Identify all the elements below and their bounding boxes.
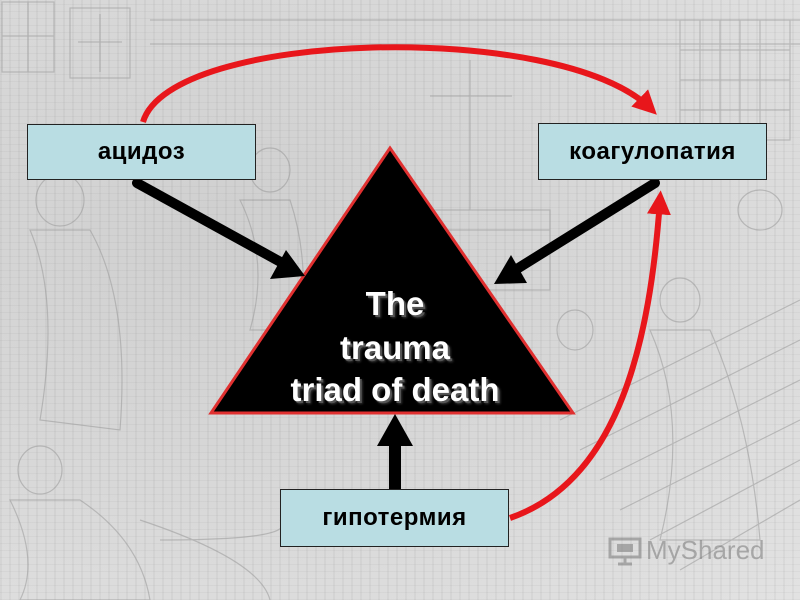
watermark-text: MyShared: [646, 535, 765, 565]
triad-title-line-3: triad of death: [290, 371, 500, 408]
node-coagulopathy-label: коагулопатия: [569, 137, 736, 165]
node-acidosis: ацидоз: [27, 124, 256, 180]
black-arrow-hypothermia-to-triad: [377, 414, 413, 490]
node-coagulopathy: коагулопатия: [538, 123, 767, 180]
node-hypothermia-label: гипотермия: [322, 504, 467, 531]
red-arrow-acidosis-to-coagulopathy: [140, 44, 657, 123]
triad-title-line-2: trauma: [339, 329, 451, 366]
node-hypothermia: гипотермия: [280, 489, 509, 547]
watermark: MyShared: [608, 535, 765, 566]
central-triangle: [208, 145, 576, 415]
black-arrow-acidosis-to-triad: [132, 178, 305, 279]
presentation-board-icon: [608, 537, 642, 565]
triad-title-line-1: The: [365, 285, 425, 322]
black-arrow-coagulopathy-to-triad: [494, 178, 660, 284]
red-arrow-hypothermia-to-coagulopathy: [509, 190, 671, 521]
node-acidosis-label: ацидоз: [97, 138, 186, 165]
